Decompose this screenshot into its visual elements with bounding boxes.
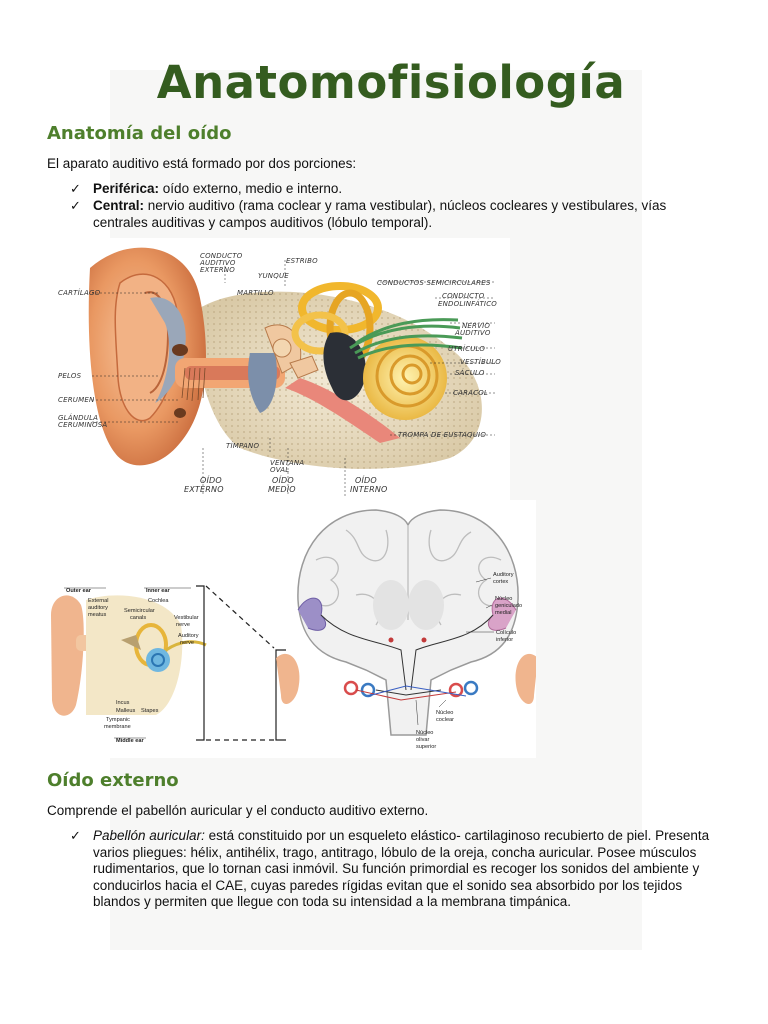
label-nucleo-olivar-1: Núcleo <box>416 730 433 736</box>
label-nucleo-coclear-1: Núcleo <box>436 710 453 716</box>
label-nucleo-geniculado-2: geniculado <box>495 603 522 609</box>
page-title: Anatomofisiología <box>156 56 626 109</box>
label-oido-medio-1: OÍDO <box>272 474 294 485</box>
label-incus: Incus <box>116 700 130 706</box>
label-externo: EXTERNO <box>200 266 235 274</box>
label-estribo: ESTRIBO <box>286 257 318 265</box>
label-nucleo-olivar-2: olivar <box>416 737 430 743</box>
checkmark-icon: ✓ <box>70 198 81 213</box>
label-vestibulo: VESTÍBULO <box>460 357 501 366</box>
label-middle-ear: Middle ear <box>116 738 144 744</box>
label-nucleo-olivar-3: superior <box>416 744 436 750</box>
label-auditory-cortex-1: Auditory <box>493 572 514 578</box>
inner-ear-diagram <box>51 595 207 716</box>
label-caracol: CARACOL <box>453 389 488 397</box>
label-martillo: MARTILLO <box>237 289 274 297</box>
label-malleus: Malleus <box>116 708 135 714</box>
label-conducto: CONDUCTO <box>200 252 243 260</box>
label-conducto-endolinfatico-2: ENDOLINFÁTICO <box>438 299 497 308</box>
label-conducto-endolinfatico-1: CONDUCTO <box>442 292 485 300</box>
list-item: ✓ Pabellón auricular: está constituido p… <box>70 828 720 911</box>
label-trompa: TROMPA DE EUSTAQUIO <box>398 431 486 439</box>
item-text: nervio auditivo (rama coclear y rama ves… <box>93 198 667 230</box>
label-oval: OVAL <box>270 466 289 474</box>
item-label: Periférica: <box>93 181 160 196</box>
auditory-pathway-figure: Outer ear Inner ear External auditory me… <box>46 500 536 758</box>
label-oido-interno-1: OÍDO <box>355 474 377 485</box>
label-semicircular-1: Semicircular <box>124 608 155 614</box>
brain-diagram <box>276 509 536 736</box>
label-coliculo-2: inferior <box>496 637 513 643</box>
label-oido-externo-1: OÍDO <box>200 474 222 485</box>
checkmark-icon: ✓ <box>70 181 81 196</box>
item-label: Pabellón auricular: <box>93 828 205 843</box>
list-item: ✓ Periférica: oído externo, medio e inte… <box>70 181 710 198</box>
label-conductos-semicirculares: CONDUCTOS SEMICIRCULARES <box>377 279 491 287</box>
label-glandula: GLÁNDULA <box>58 413 98 422</box>
section-intro: El aparato auditivo está formado por dos… <box>47 156 357 171</box>
label-timpano: TÍMPANO <box>226 441 259 450</box>
label-utriculo: UTRÍCULO <box>448 344 485 353</box>
label-auditory-cortex-2: cortex <box>493 579 508 585</box>
label-outer-ear: Outer ear <box>66 588 92 594</box>
label-ceruminosa: CERUMINOSA <box>58 421 107 429</box>
label-inner-ear: Inner ear <box>146 588 170 594</box>
label-ventana: VENTANA <box>270 459 304 467</box>
list-item: ✓ Central: nervio auditivo (rama coclear… <box>70 198 710 231</box>
label-external-3: meatus <box>88 612 107 618</box>
label-yunque: YUNQUE <box>258 272 289 280</box>
label-pelos: PELOS <box>58 372 82 380</box>
section-heading-oido-externo: Oído externo <box>47 770 179 791</box>
label-external-2: auditory <box>88 605 108 611</box>
item-text: está constituido por un esqueleto elásti… <box>93 828 710 909</box>
label-nucleo-geniculado-3: medial <box>495 610 511 616</box>
ear-anatomy-figure: CONDUCTO AUDITIVO EXTERNO ESTRIBO YUNQUE… <box>50 238 510 500</box>
label-oido-interno-2: INTERNO <box>350 485 388 494</box>
label-auditivo-nervio: AUDITIVO <box>454 329 491 337</box>
label-vestibular-2: nerve <box>176 622 190 628</box>
label-tympanic-2: membrane <box>104 724 131 730</box>
label-cartilago: CARTÍLAGO <box>58 288 101 297</box>
label-oido-medio-2: MEDIO <box>268 485 296 494</box>
checkmark-icon: ✓ <box>70 828 81 843</box>
section-intro-oido-externo: Comprende el pabellón auricular y el con… <box>47 803 429 818</box>
label-stapes: Stapes <box>141 708 159 714</box>
section-heading-anatomia: Anatomía del oído <box>47 123 232 144</box>
label-semicircular-2: canals <box>130 615 146 621</box>
label-external-1: External <box>88 598 109 604</box>
label-nucleo-geniculado-1: Núcleo <box>495 596 512 602</box>
label-cerumen: CERUMEN <box>58 396 95 404</box>
label-auditivo: AUDITIVO <box>199 259 236 267</box>
label-coliculo-1: Colículo <box>496 630 516 636</box>
label-tympanic-1: Tympanic <box>106 717 130 723</box>
label-oido-externo-2: EXTERNO <box>184 485 224 494</box>
label-saculo: SÁCULO <box>455 368 485 377</box>
item-label: Central: <box>93 198 145 213</box>
item-text: oído externo, medio e interno. <box>159 181 343 196</box>
label-nucleo-coclear-2: coclear <box>436 717 454 723</box>
label-nervio: NERVIO <box>462 322 490 330</box>
label-cochlea: Cochlea <box>148 598 169 604</box>
label-auditory-nerve-1: Auditory <box>178 633 199 639</box>
label-vestibular-1: Vestibular <box>174 615 199 621</box>
label-auditory-nerve-2: nerve <box>180 640 194 646</box>
